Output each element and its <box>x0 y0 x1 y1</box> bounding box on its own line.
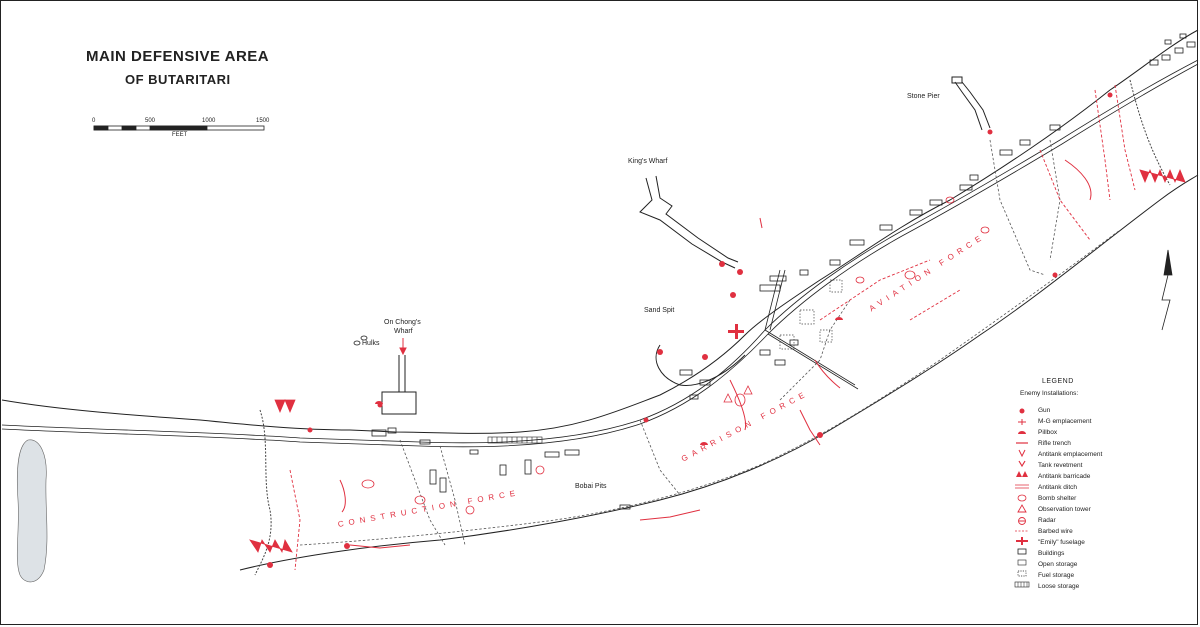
hulks <box>353 335 368 346</box>
legend-label: Antitank ditch <box>1038 484 1078 491</box>
legend-label: Barbed wire <box>1038 528 1073 535</box>
antitank-barricades <box>249 168 1186 554</box>
legend-label: "Emily" fuselage <box>1038 539 1085 546</box>
legend-mg-icon <box>1018 419 1026 425</box>
legend-bomb-shelter-icon <box>1017 494 1027 502</box>
legend-item: Antitank emplacement <box>1012 450 1197 460</box>
emily-fuselage-marks <box>728 324 744 339</box>
legend-fuel-storage-icon <box>1017 570 1027 577</box>
label-sand-spit: Sand Spit <box>644 307 675 314</box>
buildings <box>371 33 1196 510</box>
legend-item: Rifle trench <box>1012 439 1197 449</box>
legend-label: Antitank emplacement <box>1038 451 1103 458</box>
dashed-tracks <box>299 139 1121 546</box>
barbed-wire-lines <box>289 84 1136 571</box>
legend-tank-revetment-icon <box>1018 460 1026 468</box>
legend-label: Tank revetment <box>1038 462 1083 469</box>
legend-item: M-G emplacement <box>1012 417 1197 427</box>
legend-label: M-G emplacement <box>1038 418 1092 425</box>
legend-item: Loose storage <box>1012 582 1197 592</box>
bomb-shelters <box>361 196 990 515</box>
legend-building-icon <box>1017 548 1027 555</box>
rifle-trenches <box>339 159 1092 549</box>
legend-item: Observation tower <box>1012 505 1197 515</box>
scale-tick-500: 500 <box>145 118 156 124</box>
legend-item: Fuel storage <box>1012 571 1197 581</box>
label-on-chongs-wharf-1: On Chong's <box>384 319 421 326</box>
legend-antitank-barricade-icon <box>1016 471 1028 477</box>
label-hulks: Hulks <box>362 340 380 347</box>
legend-label: Fuel storage <box>1038 572 1075 579</box>
pillboxes <box>375 317 843 445</box>
legend-label: Buildings <box>1038 550 1065 557</box>
map-subtitle: OF BUTARITARI <box>125 72 231 87</box>
legend-subtitle: Enemy Installations: <box>1020 390 1079 397</box>
legend-item: "Emily" fuselage <box>1012 538 1197 548</box>
legend-radar-icon <box>1018 517 1026 525</box>
legend-emily-fuselage-icon <box>1016 537 1028 545</box>
legend-label: Loose storage <box>1038 583 1080 590</box>
wharves <box>381 76 991 415</box>
map-title: MAIN DEFENSIVE AREA <box>86 48 270 65</box>
label-kings-wharf: King's Wharf <box>628 158 668 165</box>
legend-label: Rifle trench <box>1038 440 1071 447</box>
legend: LEGEND Enemy Installations: Gun M-G empl… <box>1012 378 1197 598</box>
legend-label: Pillbox <box>1038 429 1058 436</box>
legend-observation-tower-icon <box>1017 504 1027 513</box>
legend-antitank-emplacement-icon <box>1018 449 1026 458</box>
guns <box>267 92 1113 568</box>
legend-gun-icon <box>1019 408 1025 414</box>
legend-item: Bomb shelter <box>1012 494 1197 504</box>
legend-item: Gun <box>1012 406 1197 416</box>
island-coastline <box>1 29 1199 583</box>
legend-open-storage-icon <box>1017 559 1027 566</box>
north-arrow-icon <box>1161 249 1173 331</box>
legend-item: Antitank barricade <box>1012 472 1197 482</box>
label-on-chongs-wharf-2: Wharf <box>394 328 413 335</box>
fuel-storage <box>779 279 843 350</box>
scale-unit: FEET <box>172 132 188 138</box>
loose-storage <box>487 436 543 444</box>
scale-tick-1500: 1500 <box>256 118 270 124</box>
legend-item: Tank revetment <box>1012 461 1197 471</box>
legend-label: Gun <box>1038 407 1051 414</box>
legend-label: Bomb shelter <box>1038 495 1077 502</box>
legend-title: LEGEND <box>1042 378 1074 385</box>
legend-antitank-ditch-icon <box>1015 484 1029 489</box>
legend-item: Antitank ditch <box>1012 483 1197 493</box>
scale-bar <box>93 125 265 131</box>
label-stone-pier: Stone Pier <box>907 93 940 100</box>
legend-loose-storage-icon <box>1014 581 1030 588</box>
legend-item: Pillbox <box>1012 428 1197 438</box>
legend-item: Barbed wire <box>1012 527 1197 537</box>
legend-label: Observation tower <box>1038 506 1091 513</box>
legend-pillbox-icon <box>1018 431 1026 434</box>
legend-label: Open storage <box>1038 561 1078 568</box>
wharf-arrows <box>399 217 763 356</box>
legend-label: Antitank barricade <box>1038 473 1091 480</box>
legend-symbols <box>1014 408 1030 588</box>
label-bobai-pits: Bobai Pits <box>575 483 607 490</box>
legend-item: Open storage <box>1012 560 1197 570</box>
legend-label: Radar <box>1038 517 1056 524</box>
legend-item: Radar <box>1012 516 1197 526</box>
scale-tick-1000: 1000 <box>202 118 216 124</box>
observation-towers <box>723 385 753 403</box>
legend-item: Buildings <box>1012 549 1197 559</box>
scale-tick-0: 0 <box>92 118 96 124</box>
